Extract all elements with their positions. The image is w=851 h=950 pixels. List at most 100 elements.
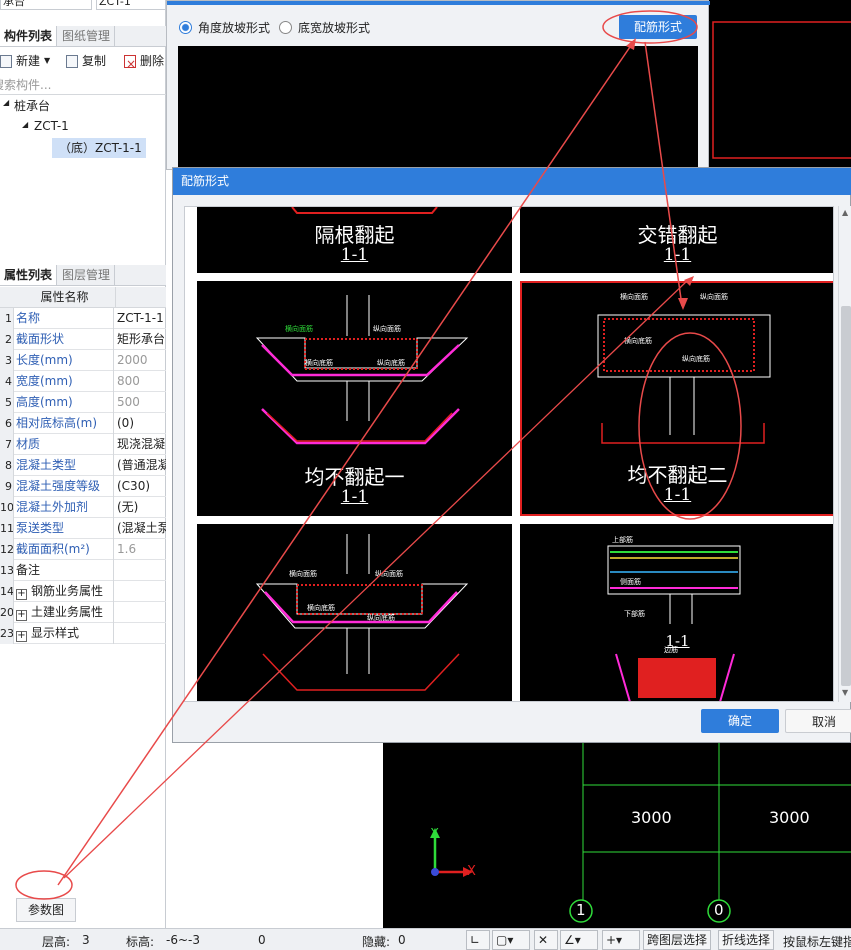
rebar-option-4[interactable]: 横向面筋 纵向面筋 横向底筋 纵向底筋 均不翻起二 1-1 xyxy=(520,281,833,516)
property-value[interactable]: (C30) xyxy=(117,479,151,493)
expand-icon[interactable]: + xyxy=(16,588,27,600)
component-toolbar: 新建 ▼ 复制 删除 xyxy=(0,50,166,75)
dimension-label-1: 3000 xyxy=(631,808,672,827)
copy-button[interactable]: 复制 xyxy=(66,50,106,72)
cad-label-bottom-bar: 下部筋 xyxy=(624,609,645,618)
component-tabs: 构件列表 图纸管理 xyxy=(0,26,166,47)
cad-label-horizontal-bottom: 横向底筋 xyxy=(624,336,652,345)
row-number: 12 xyxy=(0,539,14,560)
property-name: 混凝土类型 xyxy=(16,455,114,476)
component-select[interactable]: ZCT-1 xyxy=(96,0,166,10)
row-number: 14 xyxy=(0,581,14,602)
cross-layer-select-button[interactable]: 跨图层选择 xyxy=(643,930,712,950)
floor-select[interactable]: 承台 xyxy=(0,0,92,10)
rebar-option-5[interactable]: 横向面筋 纵向面筋 横向底筋 纵向底筋 xyxy=(197,524,512,701)
delete-label: 删除 xyxy=(140,54,165,68)
property-value[interactable]: 现浇混凝 xyxy=(117,437,166,451)
param-button[interactable]: 参数图 xyxy=(16,898,76,922)
row-number: 9 xyxy=(0,476,14,497)
angle-icon[interactable]: ∠▾ xyxy=(560,930,598,950)
radio-bottom-width[interactable]: 底宽放坡形式 xyxy=(279,19,370,36)
axis-number-1: 1 xyxy=(576,901,586,919)
property-value[interactable] xyxy=(117,560,166,581)
property-value[interactable]: (普通混凝 xyxy=(117,458,166,472)
property-value[interactable]: 500 xyxy=(117,395,140,409)
option-section: 1-1 xyxy=(663,485,692,505)
tab-layer-manage[interactable]: 图层管理 xyxy=(58,265,116,285)
new-label: 新建 xyxy=(16,54,41,68)
property-value[interactable]: (混凝土泵) xyxy=(117,521,166,535)
tree-node-root[interactable]: 桩承台 xyxy=(14,99,51,113)
scroll-thumb[interactable] xyxy=(841,306,851,686)
tree-node-leaf[interactable]: （底）ZCT-1-1 xyxy=(52,138,146,158)
row-number: 11 xyxy=(0,518,14,539)
property-value[interactable]: ZCT-1-1 xyxy=(117,311,164,325)
tab-drawing-manage[interactable]: 图纸管理 xyxy=(58,26,116,46)
polyline-select-button[interactable]: 折线选择 xyxy=(718,930,775,950)
dropdown-arrow-icon: ▼ xyxy=(44,56,51,65)
property-name: 泵送类型 xyxy=(16,518,114,539)
option-section: 1-1 xyxy=(340,487,369,507)
rebar-option-6[interactable]: 上部筋 侧面筋 下部筋 边筋 1-1 xyxy=(520,524,833,701)
tree-expand-icon[interactable]: ◢ xyxy=(3,98,10,107)
rebar-form-button[interactable]: 配筋形式 xyxy=(619,15,697,39)
delete-icon xyxy=(124,53,136,75)
axis-y-label: Y xyxy=(431,826,439,840)
rebar-option-2[interactable]: 交错翻起 1-1 xyxy=(520,207,833,273)
tab-properties[interactable]: 属性列表 xyxy=(0,265,58,285)
property-row[interactable]: 20+土建业务属性 xyxy=(0,602,166,623)
property-value[interactable]: 1.6 xyxy=(117,542,137,556)
row-number: 5 xyxy=(0,392,14,413)
property-value[interactable]: 800 xyxy=(117,374,140,388)
row-number: 4 xyxy=(0,371,14,392)
delete-button[interactable]: 删除 xyxy=(124,50,165,75)
scroll-down-icon[interactable]: ▼ xyxy=(842,688,849,697)
property-value[interactable]: (无) xyxy=(117,500,139,514)
options-scrollbar[interactable]: ▲ ▼ xyxy=(838,206,851,702)
select-box-icon[interactable]: ▢▾ xyxy=(492,930,530,950)
cad-label-horizontal-top: 横向面筋 xyxy=(620,292,648,301)
property-row[interactable]: 14+钢筋业务属性 xyxy=(0,581,166,602)
property-value[interactable]: 矩形承台 xyxy=(117,332,166,346)
row-number: 2 xyxy=(0,329,14,350)
tree-expand-icon[interactable]: ◢ xyxy=(22,120,29,129)
scroll-up-icon[interactable]: ▲ xyxy=(842,208,849,217)
property-value[interactable]: 2000 xyxy=(117,353,148,367)
tab-component-list[interactable]: 构件列表 xyxy=(0,26,58,46)
property-name: 备注 xyxy=(16,560,114,581)
new-button[interactable]: 新建 ▼ xyxy=(0,50,50,72)
radio-unchecked-icon xyxy=(279,21,292,34)
search-input[interactable]: 搜索构件... xyxy=(0,77,166,95)
property-value[interactable]: (0) xyxy=(117,416,134,430)
offset-icon[interactable]: +▾ xyxy=(602,930,640,950)
expand-icon[interactable]: + xyxy=(16,609,27,621)
confirm-button[interactable]: 确定 xyxy=(701,709,779,733)
rebar-option-3[interactable]: 横向面筋 纵向面筋 横向底筋 纵向底筋 均不翻起一 1-1 xyxy=(197,281,512,516)
cross-select-icon[interactable]: ✕ xyxy=(534,930,558,950)
slope-dialog: 角度放坡形式 底宽放坡形式 配筋形式 xyxy=(166,0,710,171)
property-group-label: 显示样式 xyxy=(31,626,80,640)
expand-icon[interactable]: + xyxy=(16,630,27,642)
property-name: 混凝土强度等级 xyxy=(16,476,114,497)
tree-node-child[interactable]: ZCT-1 xyxy=(34,119,69,133)
row-number: 20 xyxy=(0,602,14,623)
cancel-button[interactable]: 取消 xyxy=(785,709,851,733)
row-number: 8 xyxy=(0,455,14,476)
rebar-option-1[interactable]: 隔根翻起 1-1 xyxy=(197,207,512,273)
property-row[interactable]: 23+显示样式 xyxy=(0,623,166,644)
radio-angle[interactable]: 角度放坡形式 xyxy=(179,19,270,36)
ortho-icon[interactable]: ∟ xyxy=(466,930,490,950)
